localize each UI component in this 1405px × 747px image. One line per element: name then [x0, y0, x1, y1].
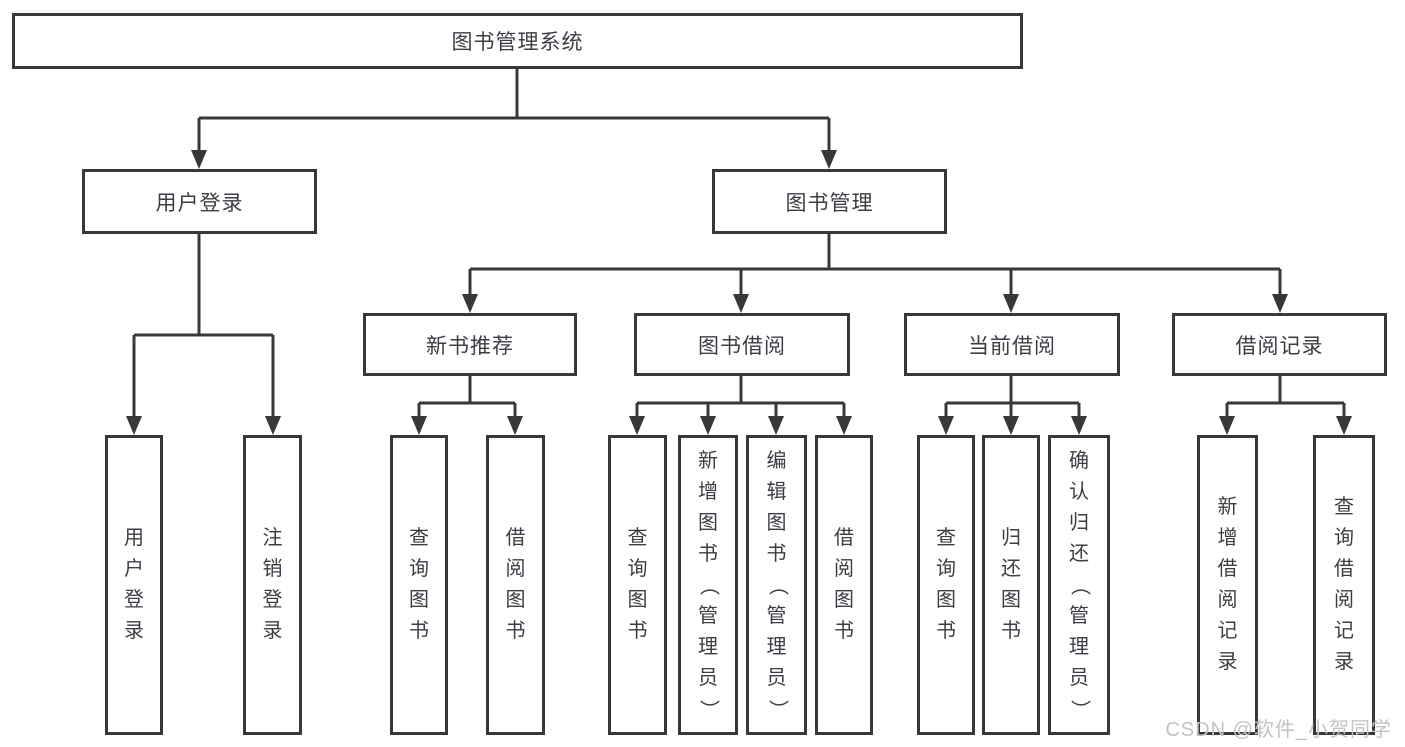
leaf-edit-books-admin: 编辑图书（管理员）: [746, 435, 807, 735]
node-book-management: 图书管理: [712, 169, 947, 234]
leaf-confirm-return-admin: 确认归还（管理员）: [1048, 435, 1110, 735]
leaf-query-borrow-record: 查询借阅记录: [1313, 435, 1375, 735]
node-book-borrow: 图书借阅: [634, 313, 850, 376]
leaf-newbook-query-books: 查询图书: [390, 435, 448, 735]
leaf-newbook-borrow-books: 借阅图书: [486, 435, 545, 735]
leaf-user-login: 用户登录: [105, 435, 163, 735]
leaf-return-books: 归还图书: [982, 435, 1040, 735]
node-root: 图书管理系统: [12, 13, 1023, 69]
leaf-add-borrow-record: 新增借阅记录: [1197, 435, 1258, 735]
leaf-borrow-query-books: 查询图书: [608, 435, 667, 735]
leaf-logout: 注销登录: [243, 435, 302, 735]
csdn-watermark: CSDN @软件_小贺同学: [1165, 719, 1392, 741]
node-current-borrow: 当前借阅: [904, 313, 1120, 376]
leaf-current-query-books: 查询图书: [917, 435, 975, 735]
leaf-add-books-admin: 新增图书（管理员）: [678, 435, 738, 735]
leaf-borrow-borrow-books: 借阅图书: [815, 435, 873, 735]
node-new-book-recommend: 新书推荐: [363, 313, 577, 376]
node-borrow-records: 借阅记录: [1172, 313, 1387, 376]
node-user-login: 用户登录: [82, 169, 317, 234]
